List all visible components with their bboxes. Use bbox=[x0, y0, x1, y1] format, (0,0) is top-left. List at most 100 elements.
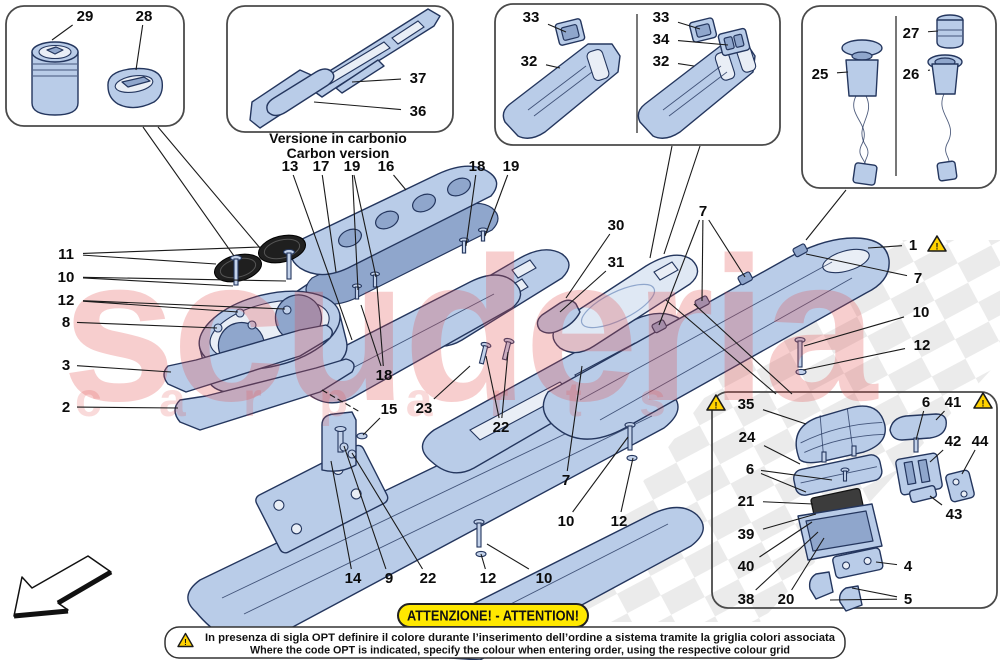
warning-icon bbox=[973, 392, 993, 409]
sill-trim-right-part-32 bbox=[637, 43, 757, 139]
carbon-blade-part-36 bbox=[266, 68, 335, 117]
leader-line bbox=[501, 351, 509, 419]
screw-part-6 bbox=[840, 467, 850, 482]
part-number-label: 29 bbox=[77, 8, 94, 25]
leader-line bbox=[929, 449, 944, 463]
screw-icon bbox=[369, 271, 381, 288]
part-number-label: 6 bbox=[746, 461, 754, 478]
ashtray-lid-part-28 bbox=[107, 67, 164, 109]
leader-line bbox=[836, 71, 849, 74]
box-connector-line bbox=[142, 126, 235, 257]
leader-line bbox=[762, 501, 814, 505]
part-number-label: 4 bbox=[904, 558, 913, 575]
switch-right-part-33 bbox=[688, 17, 718, 43]
carbon-caption-italian: Versione in carbonio bbox=[269, 130, 407, 146]
part-number-label: 15 bbox=[381, 401, 398, 418]
part-number-label: 22 bbox=[493, 419, 510, 436]
leader-line bbox=[566, 365, 583, 472]
box-connector-line bbox=[663, 145, 701, 255]
leader-line bbox=[802, 348, 906, 371]
leader-line bbox=[486, 543, 530, 570]
part-number-label: 24 bbox=[739, 429, 756, 446]
side-trim-part-2 bbox=[174, 358, 355, 431]
leader-line bbox=[351, 78, 402, 83]
part-number-label: 27 bbox=[903, 25, 920, 42]
leader-line bbox=[465, 174, 477, 247]
bolt-icon bbox=[624, 422, 638, 462]
part-number-label: 25 bbox=[812, 66, 829, 83]
sill-trim-left-part-32 bbox=[502, 43, 621, 139]
armrest-under-shell bbox=[305, 202, 499, 305]
part-number-label: 28 bbox=[136, 8, 153, 25]
leader-line bbox=[353, 174, 377, 278]
leader-line bbox=[76, 321, 218, 329]
leader-line bbox=[545, 64, 561, 69]
part-number-label: 36 bbox=[410, 103, 427, 120]
side-trim-part-3 bbox=[163, 324, 333, 393]
part-number-label: 20 bbox=[778, 591, 795, 608]
leader-line bbox=[875, 561, 898, 566]
hinge-cover-part-41 bbox=[889, 413, 947, 441]
switch-left-part-33 bbox=[554, 18, 586, 46]
leader-line bbox=[480, 553, 486, 570]
leader-line bbox=[393, 174, 407, 191]
part-number-label: 37 bbox=[410, 70, 427, 87]
leader-line bbox=[762, 409, 807, 425]
fasteners bbox=[229, 227, 807, 558]
part-number-label: 33 bbox=[523, 9, 540, 26]
leader-line bbox=[803, 316, 905, 347]
bracket-part-4 bbox=[832, 547, 884, 579]
warning-icon bbox=[927, 235, 947, 252]
bolt-icon bbox=[501, 337, 515, 361]
warning-icon-glyph: ! bbox=[184, 638, 187, 647]
attention-note-box: ! In presenza di sigla OPT definire il c… bbox=[164, 626, 846, 659]
leader-line bbox=[755, 531, 819, 591]
leader-line bbox=[927, 30, 939, 33]
socket-cap-part-27 bbox=[936, 14, 964, 49]
leader-line bbox=[485, 355, 500, 419]
leader-line bbox=[484, 174, 509, 237]
part-number-label: 39 bbox=[738, 526, 755, 543]
leader-line bbox=[620, 457, 634, 513]
mounting-plate bbox=[255, 411, 389, 554]
brand-watermark: scuderia bbox=[62, 215, 879, 444]
part-number-label: 10 bbox=[913, 304, 930, 321]
warning-icon-glyph: ! bbox=[715, 401, 718, 411]
hinge-mechanism-part-42 bbox=[895, 437, 943, 496]
part-number-label: 19 bbox=[344, 158, 361, 175]
leader-line bbox=[572, 436, 629, 513]
part-number-label: 10 bbox=[58, 269, 75, 286]
part-number-label: 21 bbox=[738, 493, 755, 510]
attention-banner-text: ATTENZIONE! - ATTENTION! bbox=[407, 609, 579, 625]
leader-line bbox=[82, 277, 234, 287]
leader-line bbox=[759, 521, 813, 558]
hinge-pin-part-6 bbox=[913, 437, 919, 453]
leader-line bbox=[313, 101, 402, 111]
leader-line bbox=[433, 365, 471, 400]
part-number-label: 17 bbox=[313, 158, 330, 175]
warning-icon bbox=[177, 632, 194, 648]
leader-line bbox=[76, 365, 172, 373]
bracket-part-44 bbox=[945, 469, 975, 503]
part-number-label: 26 bbox=[903, 66, 920, 83]
part-number-label: 6 bbox=[922, 394, 930, 411]
brackets-part-5 bbox=[808, 571, 863, 612]
leader-line bbox=[677, 39, 729, 46]
bolt-icon bbox=[794, 337, 807, 376]
leader-line bbox=[351, 452, 423, 570]
part-number-label: 35 bbox=[738, 396, 755, 413]
part-number-label: 13 bbox=[282, 158, 299, 175]
leader-line bbox=[701, 219, 704, 302]
leader-line bbox=[851, 587, 898, 598]
rubber-mats-part-11 bbox=[214, 234, 306, 283]
leader-line bbox=[935, 410, 945, 421]
part-number-label: 10 bbox=[536, 570, 553, 587]
attention-line-english: Where the code OPT is indicated, specify… bbox=[250, 645, 790, 657]
leader-line bbox=[677, 63, 695, 67]
washer-icon bbox=[356, 432, 368, 440]
part-number-label: 7 bbox=[914, 270, 922, 287]
attention-banner: ATTENZIONE! - ATTENTION! bbox=[397, 603, 589, 628]
bracket-part-31 bbox=[536, 299, 581, 334]
